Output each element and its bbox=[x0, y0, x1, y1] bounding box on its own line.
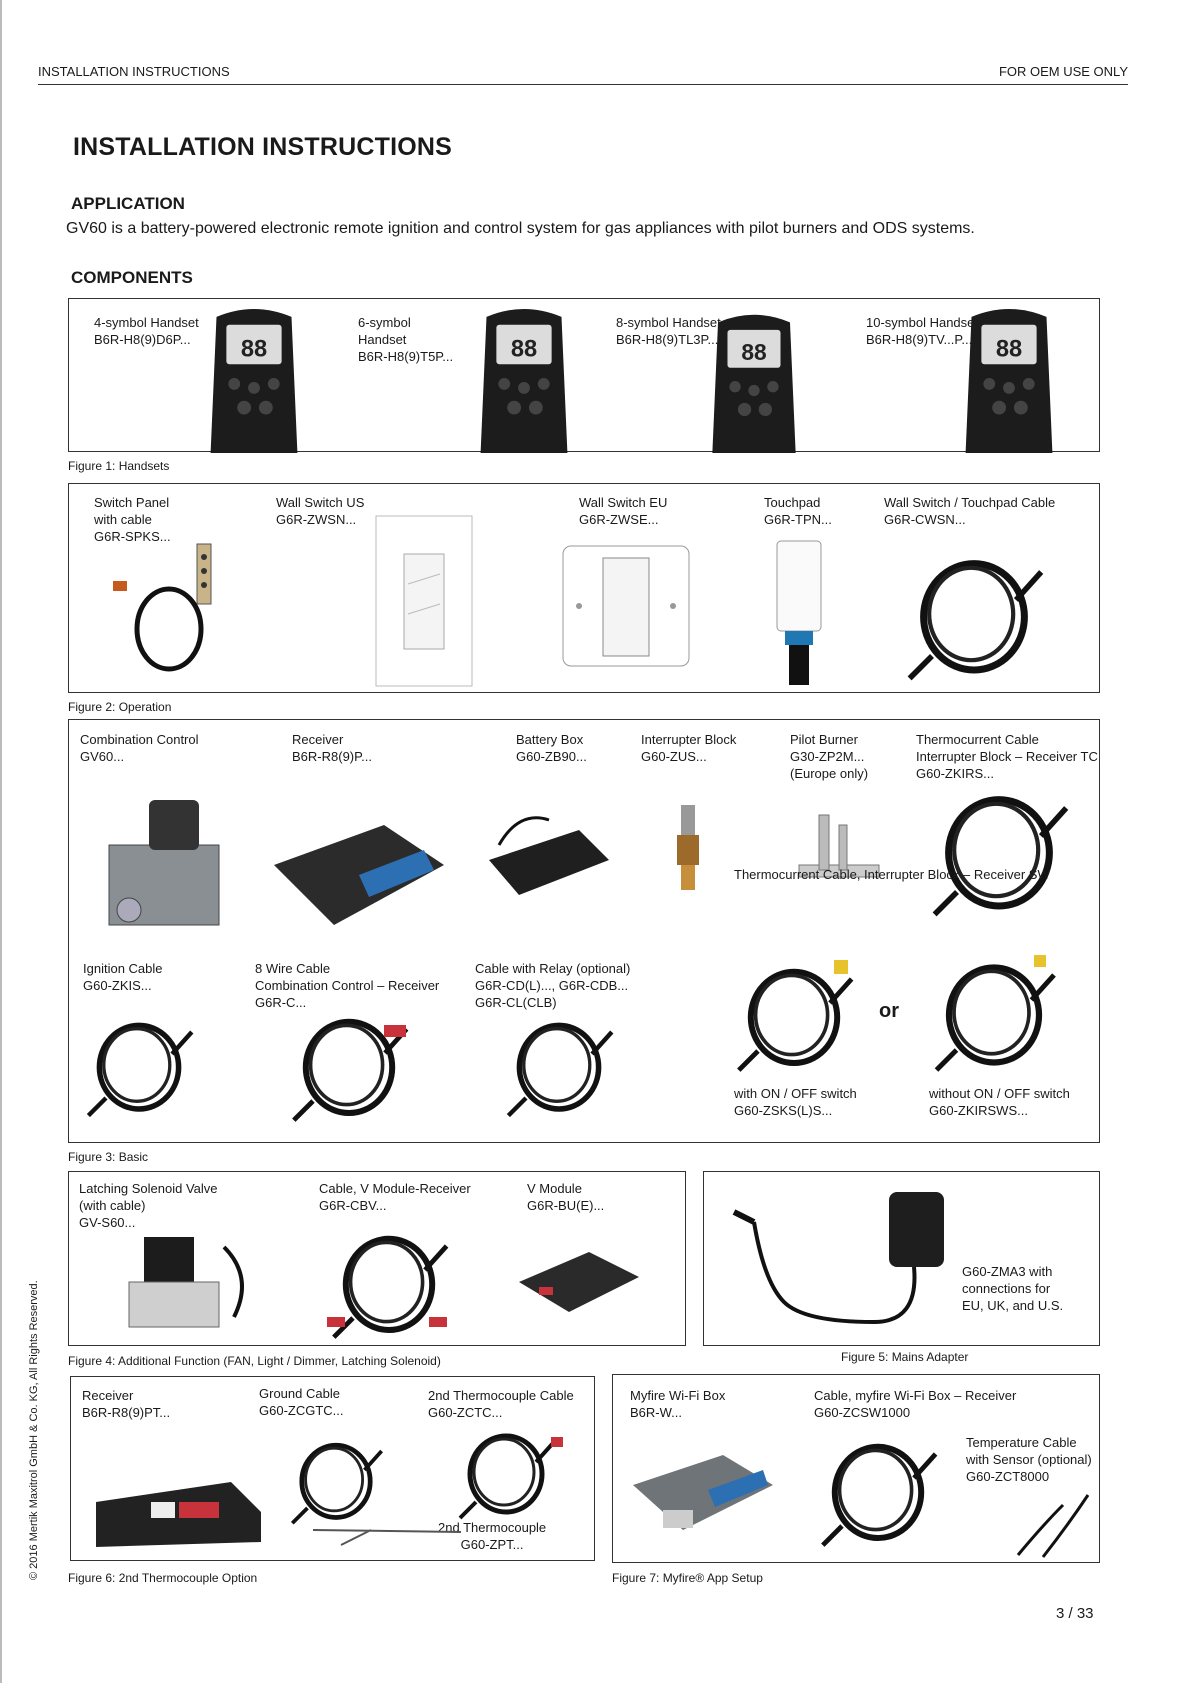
switch-panel-image bbox=[113, 543, 212, 672]
figure-2-box: Switch Panel with cable G6R-SPKS... Wall… bbox=[68, 483, 1100, 693]
figure-6-caption: Figure 6: 2nd Thermocouple Option bbox=[68, 1571, 258, 1585]
ignition-cable-label: Ignition Cable G60-ZKIS... bbox=[83, 961, 163, 993]
thermocouple-cable-label: 2nd Thermocouple Cable G60-ZCTC... bbox=[428, 1388, 574, 1420]
pilot-burner-label: Pilot Burner G30-ZP2M... (Europe only) bbox=[790, 732, 869, 781]
v-module-cable-label: Cable, V Module-Receiver G6R-CBV... bbox=[319, 1181, 471, 1213]
copyright: © 2016 Mertik Maxitrol GmbH & Co. KG, Al… bbox=[28, 1280, 40, 1580]
wifi-cable-image bbox=[808, 1430, 948, 1550]
wall-switch-cable-label: Wall Switch / Touchpad Cable G6R-CWSN... bbox=[884, 495, 1056, 527]
thermocurrent-cable-tc-image bbox=[929, 780, 1069, 920]
latching-solenoid-label: Latching Solenoid Valve (with cable) GV-… bbox=[79, 1181, 218, 1230]
figure-3-box: Combination Control GV60... Receiver B6R… bbox=[68, 719, 1100, 1143]
wifi-cable-label: Cable, myfire Wi-Fi Box – Receiver G60-Z… bbox=[814, 1388, 1017, 1420]
components-heading: COMPONENTS bbox=[71, 268, 193, 287]
receiver-pt-label: Receiver B6R-R8(9)PT... bbox=[82, 1388, 171, 1420]
ground-cable-label: Ground Cable G60-ZCGTC... bbox=[259, 1386, 344, 1418]
page-number: 3 / 33 bbox=[1056, 1605, 1094, 1622]
figure-7-caption: Figure 7: Myfire® App Setup bbox=[612, 1571, 763, 1585]
cable-with-switch-image bbox=[724, 960, 864, 1075]
eight-wire-cable-label: 8 Wire Cable Combination Control – Recei… bbox=[255, 961, 440, 1010]
figure-1-box: 4-symbol Handset B6R-H8(9)D6P... 6-symbo… bbox=[68, 298, 1100, 452]
figure-3-caption: Figure 3: Basic bbox=[68, 1150, 149, 1164]
figure-4-caption: Figure 4: Additional Function (FAN, Ligh… bbox=[68, 1354, 441, 1368]
mains-adapter-image bbox=[732, 1192, 944, 1325]
receiver-label: Receiver B6R-R8(9)P... bbox=[292, 732, 372, 764]
combination-control-image bbox=[108, 800, 220, 926]
thermocouple-cable-image bbox=[441, 1422, 563, 1522]
eight-wire-cable-image bbox=[279, 1005, 419, 1125]
handset-6-image bbox=[474, 305, 574, 453]
wall-switch-us-image bbox=[375, 515, 473, 687]
or-separator: or bbox=[879, 1000, 899, 1022]
figure-4-box: Latching Solenoid Valve (with cable) GV-… bbox=[68, 1171, 686, 1346]
header-divider bbox=[38, 84, 1128, 85]
header-left: INSTALLATION INSTRUCTIONS bbox=[38, 64, 230, 79]
battery-box-label: Battery Box G60-ZB90... bbox=[516, 732, 587, 764]
handset-6-label: 6-symbol Handset B6R-H8(9)T5P... bbox=[358, 315, 454, 364]
pilot-burner-image bbox=[798, 814, 880, 878]
handset-8-label: 8-symbol Handset B6R-H8(9)TL3P... bbox=[616, 315, 721, 347]
temperature-cable-label: Temperature Cable with Sensor (optional)… bbox=[966, 1435, 1092, 1484]
figure-5-box: G60-ZMA3 with connections for EU, UK, an… bbox=[703, 1171, 1100, 1346]
wall-switch-us-label: Wall Switch US G6R-ZWSN... bbox=[276, 495, 365, 527]
v-module-image bbox=[519, 1252, 639, 1312]
ignition-cable-image bbox=[79, 1010, 199, 1120]
v-module-label: V Module G6R-BU(E)... bbox=[527, 1181, 605, 1213]
wifi-box-label: Myfire Wi-Fi Box B6R-W... bbox=[630, 1388, 726, 1420]
switch-panel-label: Switch Panel with cable G6R-SPKS... bbox=[94, 495, 171, 544]
wall-switch-cable-image bbox=[889, 544, 1059, 684]
handset-4-image bbox=[204, 305, 304, 453]
handset-8-image bbox=[704, 311, 804, 453]
relay-cable-image bbox=[479, 1010, 639, 1120]
figure-2-caption: Figure 2: Operation bbox=[68, 700, 172, 714]
without-switch-label: without ON / OFF switch G60-ZKIRSWS... bbox=[929, 1086, 1070, 1118]
interrupter-block-image bbox=[677, 805, 699, 890]
figure-6-box: Receiver B6R-R8(9)PT... Ground Cable G60… bbox=[70, 1376, 595, 1561]
v-module-cable-image bbox=[327, 1222, 459, 1342]
cable-without-switch-image bbox=[919, 955, 1069, 1075]
latching-solenoid-image bbox=[128, 1237, 244, 1328]
receiver-image bbox=[274, 825, 444, 925]
header-right: FOR OEM USE ONLY bbox=[998, 64, 1128, 79]
relay-cable-label: Cable with Relay (optional) G6R-CD(L)...… bbox=[475, 961, 631, 1010]
figure-7-box: Myfire Wi-Fi Box B6R-W... Cable, myfire … bbox=[612, 1374, 1100, 1563]
receiver-pt-image bbox=[96, 1482, 261, 1547]
temperature-cable-image bbox=[1016, 1494, 1090, 1558]
page-title: INSTALLATION INSTRUCTIONS bbox=[73, 133, 453, 161]
handset-10-image bbox=[954, 305, 1064, 453]
combination-control-label: Combination Control GV60... bbox=[80, 732, 199, 764]
wall-switch-eu-label: Wall Switch EU G6R-ZWSE... bbox=[579, 495, 668, 527]
ground-cable-image bbox=[276, 1432, 396, 1527]
figure-1-caption: Figure 1: Handsets bbox=[68, 459, 170, 473]
interrupter-block-label: Interrupter Block G60-ZUS... bbox=[641, 732, 737, 764]
battery-box-image bbox=[489, 816, 609, 895]
with-switch-label: with ON / OFF switch G60-ZSKS(L)S... bbox=[734, 1086, 857, 1118]
touchpad-label: Touchpad G6R-TPN... bbox=[764, 495, 832, 527]
wall-switch-eu-image bbox=[562, 545, 690, 667]
thermocurrent-sw-title: Thermocurrent Cable, Interrupter Block –… bbox=[734, 867, 1050, 882]
thermocurrent-cable-tc-label: Thermocurrent Cable Interrupter Block – … bbox=[916, 732, 1098, 781]
application-text: GV60 is a battery-powered electronic rem… bbox=[66, 220, 975, 237]
thermocouple-image bbox=[312, 1529, 462, 1546]
handset-10-label: 10-symbol Handset B6R-H8(9)TV...P... bbox=[866, 315, 978, 347]
handset-4-label: 4-symbol Handset B6R-H8(9)D6P... bbox=[94, 315, 199, 347]
application-heading: APPLICATION bbox=[71, 194, 185, 213]
touchpad-image bbox=[776, 540, 822, 685]
wifi-box-image bbox=[633, 1455, 773, 1530]
figure-5-caption: Figure 5: Mains Adapter bbox=[841, 1350, 969, 1364]
mains-adapter-label: G60-ZMA3 with connections for EU, UK, an… bbox=[962, 1264, 1064, 1313]
